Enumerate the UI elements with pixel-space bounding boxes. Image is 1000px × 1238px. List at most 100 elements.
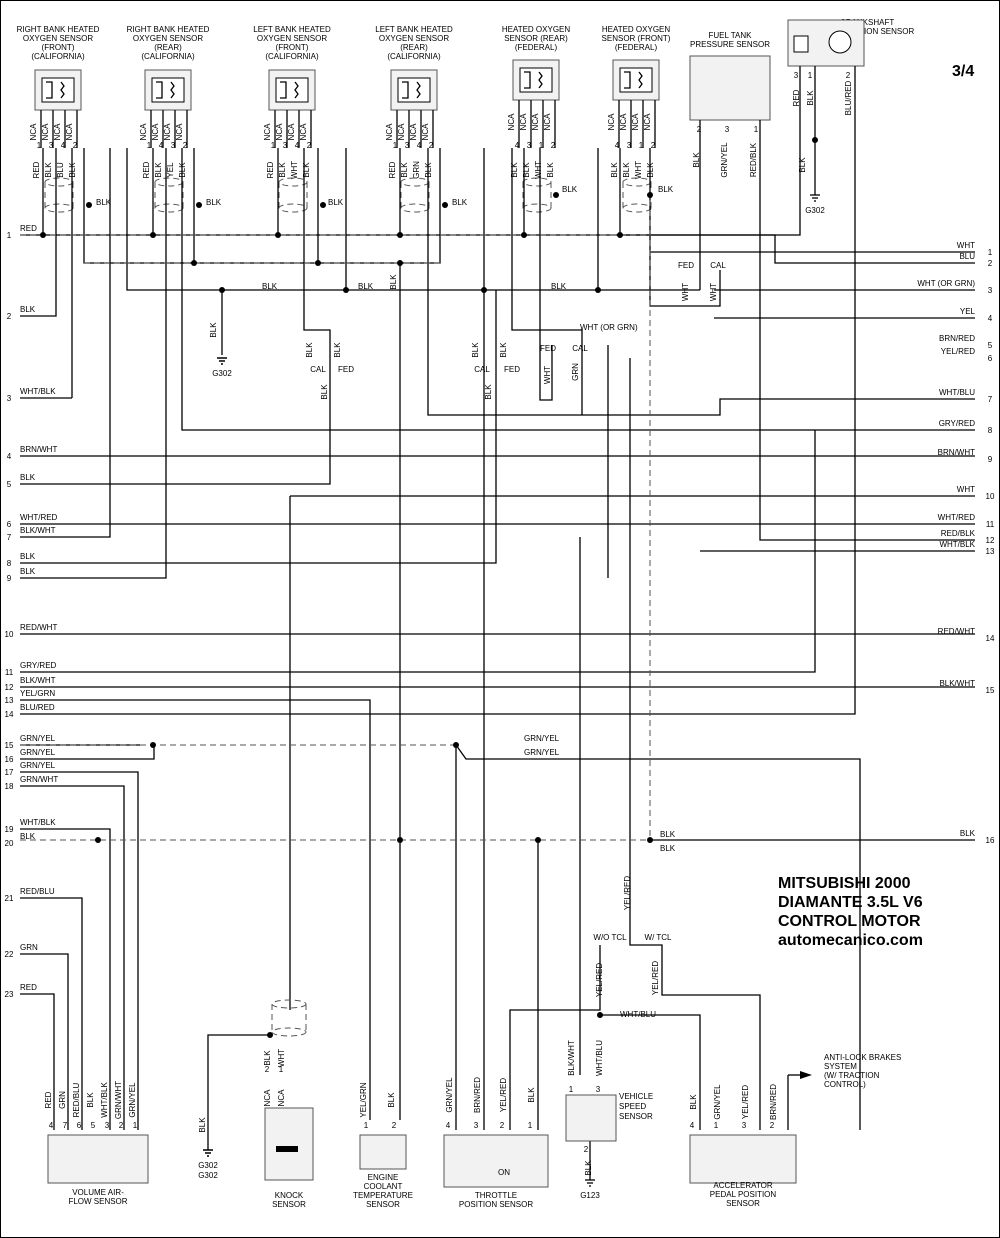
wire xyxy=(20,290,497,564)
left-pin-number: 11 xyxy=(5,668,14,677)
mid-label-blk: BLK xyxy=(96,198,112,207)
pin-number: 4 xyxy=(690,1121,695,1130)
splice-dot xyxy=(647,837,653,843)
sensor-title-line: (CALIFORNIA) xyxy=(141,52,195,61)
pin-wire-label: GRN/YEL xyxy=(720,142,729,178)
splice-dot xyxy=(597,1012,603,1018)
pin-wire-label: WHT/BLK xyxy=(100,1082,109,1118)
sensor-body xyxy=(264,1107,314,1181)
wire xyxy=(126,148,700,291)
pin-nca-label: NCA xyxy=(531,113,540,131)
wire xyxy=(600,1014,701,1130)
right-pin-number: 1 xyxy=(988,248,993,257)
pin-nca-label: NCA xyxy=(275,123,284,141)
pin-wire-label: BLK xyxy=(546,162,555,178)
mid-label-blk: BLK xyxy=(499,342,508,358)
heater-symbol xyxy=(524,71,531,89)
right-pin-number: 15 xyxy=(986,686,995,695)
sensor-title-line: FUEL TANK xyxy=(709,31,753,40)
mid-label-w-tcl: W/ TCL xyxy=(645,933,673,942)
sensor-title-line: OXYGEN SENSOR xyxy=(133,34,203,43)
mid-label-wht: WHT xyxy=(709,283,718,301)
pin-number: 3 xyxy=(742,1121,747,1130)
splice-dot xyxy=(481,287,487,293)
left-pin-number: 13 xyxy=(5,696,14,705)
dashed-lines xyxy=(20,200,651,841)
mid-label-blk: BLK xyxy=(305,342,314,358)
right-pin-number: 8 xyxy=(988,426,993,435)
sensor-title-line: (CALIFORNIA) xyxy=(387,52,441,61)
left-pin-wire-label: BLU/RED xyxy=(20,703,55,712)
left-pin-number: 19 xyxy=(5,825,14,834)
page-number: 3/4 xyxy=(952,63,974,80)
mid-label-blk: BLK xyxy=(660,830,676,839)
pin-number: 3 xyxy=(627,141,632,150)
right-pin-number: 4 xyxy=(988,314,993,323)
wire xyxy=(20,148,167,579)
left-pin-wire-label: GRN/YEL xyxy=(20,734,56,743)
heater-symbol xyxy=(624,71,631,89)
wire xyxy=(20,66,856,715)
pin-number: 3 xyxy=(596,1085,601,1094)
left-pin-number: 6 xyxy=(7,520,12,529)
pin-nca-label: NCA xyxy=(151,123,160,141)
sensor-title-line: HEATED OXYGEN xyxy=(602,25,671,34)
sensor-title-line: RIGHT BANK HEATED xyxy=(127,25,210,34)
pin-number: 4 xyxy=(417,141,422,150)
mid-label-fed: FED xyxy=(540,344,556,353)
mid-label-blk: BLK xyxy=(320,384,329,400)
resistor-symbol xyxy=(294,81,299,99)
left-pin-wire-label: BLK xyxy=(20,552,36,561)
sensor-title-line: KNOCK xyxy=(275,1191,304,1200)
mid-label-blk: BLK xyxy=(358,282,374,291)
left-pin-number: 15 xyxy=(5,741,14,750)
right-pin-wire-label: RED/WHT xyxy=(938,627,975,636)
pin-wire-label: GRN/YEL xyxy=(713,1084,722,1120)
ground-label: G302 xyxy=(805,206,825,215)
splice-dot xyxy=(150,232,156,238)
splice-dot xyxy=(196,202,202,208)
mid-label-blk: BLK xyxy=(452,198,468,207)
splice-dot xyxy=(275,232,281,238)
pin-nca-label: NCA xyxy=(421,123,430,141)
left-pin-number: 8 xyxy=(7,559,12,568)
mid-label-blk: BLK xyxy=(328,198,344,207)
mid-label-fed: FED xyxy=(338,365,354,374)
wire xyxy=(511,148,583,415)
pin-number: 4 xyxy=(295,141,300,150)
pin-wire-label: BLK xyxy=(302,162,311,178)
mid-label-blk: BLK xyxy=(798,157,807,173)
mid-label-fed: FED xyxy=(678,261,694,270)
mid-label-blk: BLK xyxy=(660,844,676,853)
heater-symbol xyxy=(402,81,409,99)
mid-label-yel-red: YEL/RED xyxy=(651,961,660,995)
pin-wire-label: BLU/RED xyxy=(844,80,853,115)
mid-label-wo-tcl: W/O TCL xyxy=(593,933,627,942)
pin-number: 4 xyxy=(615,141,620,150)
title-block: MITSUBISHI 2000 DIAMANTE 3.5L V6 CONTROL… xyxy=(778,875,923,949)
sensor-title-line: POSITION SENSOR xyxy=(840,27,914,36)
title-line-1: MITSUBISHI 2000 xyxy=(778,875,911,892)
mid-label-grn-yel: GRN/YEL xyxy=(524,734,560,743)
splice-dot xyxy=(595,287,601,293)
pin-wire-label: BLK xyxy=(278,162,287,178)
sensor-title-line: SENSOR xyxy=(726,1199,760,1208)
left-pin-wire-label: RED xyxy=(20,224,37,233)
splice-dot xyxy=(219,287,225,293)
wire xyxy=(20,897,83,1130)
wire xyxy=(629,358,761,1130)
wire xyxy=(20,234,975,264)
pin-wire-label: BLK xyxy=(527,1087,536,1103)
pin-nca-label: NCA xyxy=(385,123,394,141)
right-pin-number: 9 xyxy=(988,455,993,464)
pin-number: 2 xyxy=(73,141,78,150)
pin-nca-label: NCA xyxy=(543,113,552,131)
sensor-title-line: OXYGEN SENSOR xyxy=(23,34,93,43)
left-pin-wire-label: RED/WHT xyxy=(20,623,57,632)
left-pin-number: 3 xyxy=(7,394,12,403)
pin-wire-label: BLK xyxy=(622,162,631,178)
mid-label-blk: BLK xyxy=(262,282,278,291)
